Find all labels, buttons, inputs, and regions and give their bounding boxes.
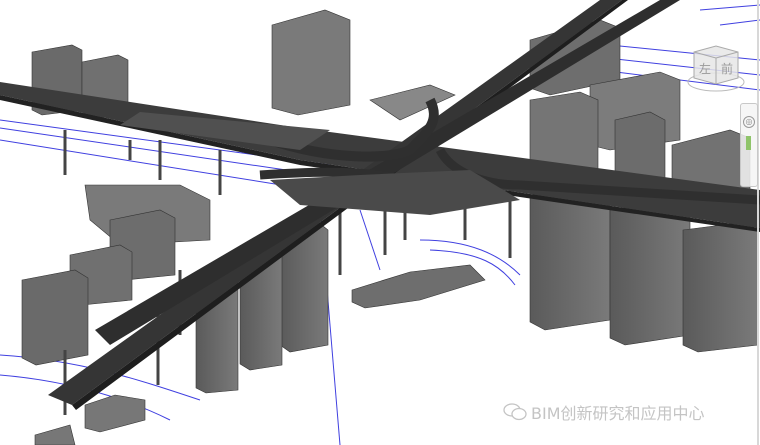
wechat-icon [503,403,527,421]
viewcube[interactable]: 左 前 [686,44,746,94]
viaduct-decks [0,0,760,410]
watermark: BIM创新研究和应用中心 [503,400,705,424]
viewcube-front-face[interactable]: 前 [721,62,734,76]
viewport-border [757,0,759,445]
steering-wheel-icon[interactable]: ◎ [743,116,755,128]
watermark-text: BIM创新研究和应用中心 [531,404,705,423]
viewcube-box-icon [687,45,745,92]
navigation-bar[interactable]: ◎ [740,103,758,187]
buildings [21,9,759,445]
viewcube-left-face[interactable]: 左 [699,62,712,76]
zoom-icon[interactable] [746,136,751,150]
